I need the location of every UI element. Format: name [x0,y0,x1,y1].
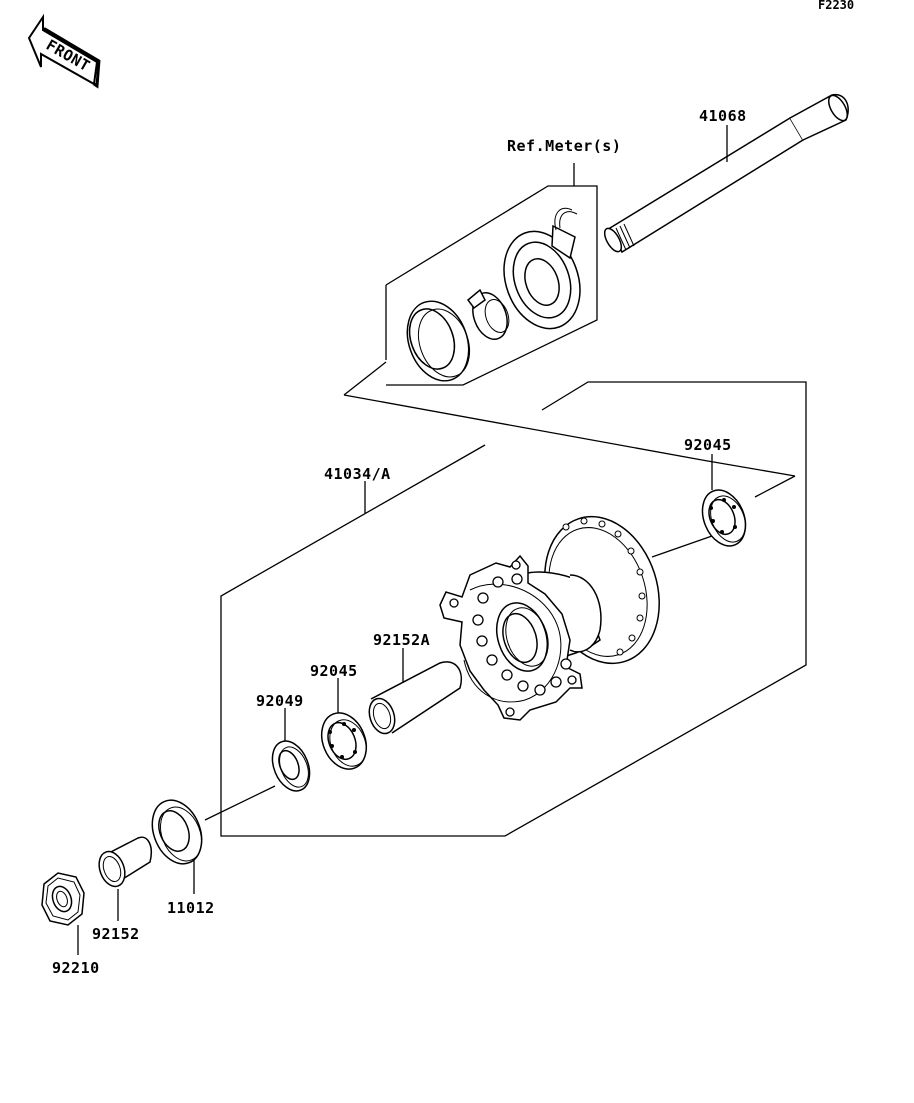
label-oil-seal: 92049 [256,692,304,710]
wheel-hub [439,515,660,721]
meter-group-outline [343,163,703,461]
meter-gear-housing [503,207,581,330]
label-bearing-right: 92045 [684,436,732,454]
label-nut: 92210 [52,959,100,977]
label-axle: 41068 [699,107,747,125]
figure-code: F2230 [818,0,854,12]
label-hub-assy: 41034/A [324,465,391,483]
inner-spacer [368,661,462,735]
outer-spacer [98,836,152,888]
meter-drive-gear [466,288,510,340]
bearing-right [701,489,747,547]
label-collar: 11012 [167,899,215,917]
oil-seal [271,740,311,792]
hub-group-outline [220,381,807,837]
label-spacer-inner: 92152A [373,631,430,649]
axle-nut [41,872,85,926]
label-ref-meter: Ref.Meter(s) [507,137,621,155]
bearing-left [320,712,368,770]
label-bearing-left: 92045 [310,662,358,680]
collar [151,799,203,865]
meter-ring [406,300,471,382]
front-arrow-icon: FRONT [27,13,101,89]
axle [603,93,849,254]
label-spacer-outer: 92152 [92,925,140,943]
